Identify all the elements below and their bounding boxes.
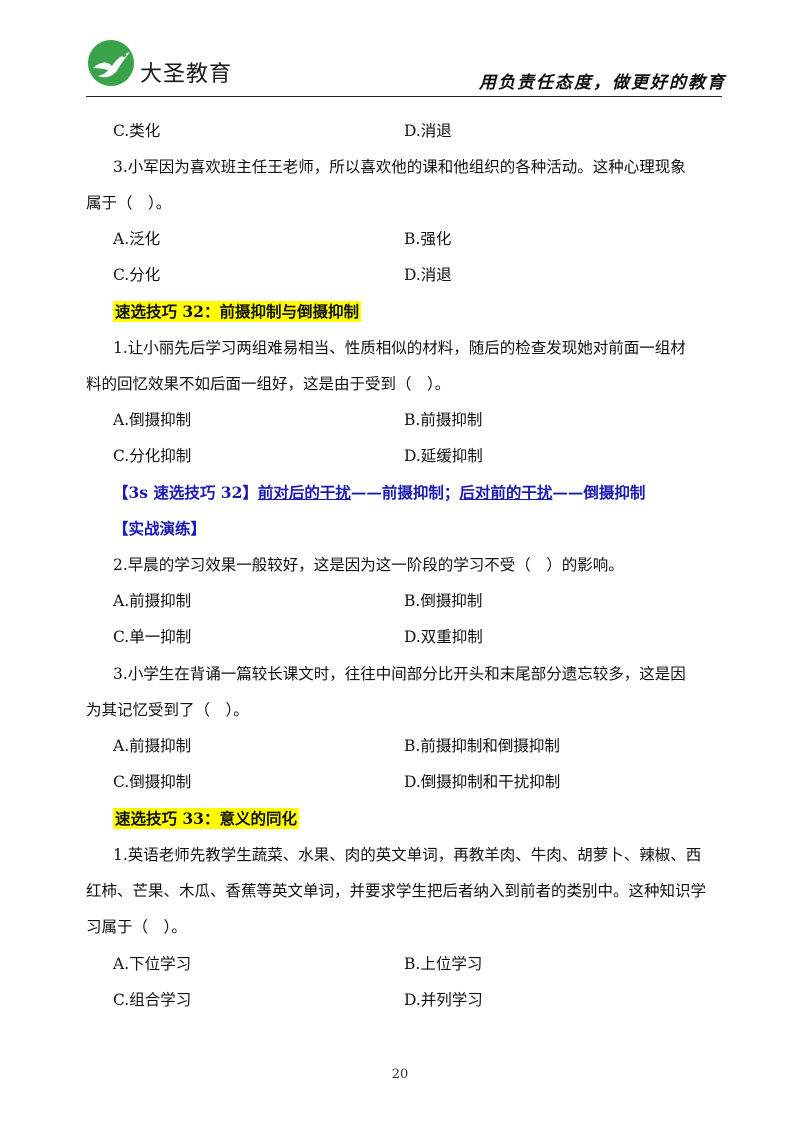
question-text: 1.让小丽先后学习两组难易相当、性质相似的材料，随后的检查发现她对前面一组材	[113, 339, 686, 357]
option-c: C.倒摄抑制	[113, 773, 192, 791]
bird-logo-icon	[88, 40, 134, 86]
option-a: A.泛化	[113, 230, 161, 248]
option-b: B.倒摄抑制	[404, 592, 483, 610]
option-a: A.前摄抑制	[113, 592, 192, 610]
option-c: C.类化	[113, 122, 161, 140]
option-c: C.分化抑制	[113, 447, 192, 465]
option-d: D.倒摄抑制和干扰抑制	[404, 773, 561, 791]
quick-tip-part2: 后对前的干扰	[459, 483, 553, 502]
option-d: D.双重抑制	[404, 628, 483, 646]
brand-name: 大圣教育	[140, 62, 233, 87]
question-text: 2.早晨的学习效果一般较好，这是因为这一阶段的学习不受（ ）的影响。	[113, 556, 624, 574]
option-c: C.组合学习	[113, 991, 192, 1009]
slogan: 用负责任态度，做更好的教育	[479, 73, 726, 93]
question-text: 习属于（ ）。	[86, 918, 187, 936]
quick-tip-prefix: 【3s 速选技巧 32】	[113, 483, 258, 502]
question-text: 为其记忆受到了（ ）。	[86, 701, 249, 719]
practice-heading: 【实战演练】	[113, 519, 207, 538]
option-b: B.上位学习	[404, 955, 483, 973]
header-divider	[86, 96, 722, 97]
quick-tip-dash1: ——前摄抑制；	[350, 483, 460, 502]
quick-tip-dash2: ——倒摄抑制	[552, 483, 646, 502]
option-d: D.消退	[404, 122, 452, 140]
question-text: 属于（ ）。	[86, 194, 172, 212]
quick-tip-part1: 前对后的干扰	[257, 483, 351, 502]
option-b: B.前摄抑制	[404, 411, 483, 429]
page-header: 大圣教育 用负责任态度，做更好的教育	[86, 38, 726, 96]
quick-tip-line: 【3s 速选技巧 32】前对后的干扰——前摄抑制；后对前的干扰——倒摄抑制	[113, 481, 645, 503]
question-text: 料的回忆效果不如后面一组好，这是由于受到（ ）。	[86, 375, 451, 393]
option-c: C.分化	[113, 266, 161, 284]
option-a: A.下位学习	[113, 955, 192, 973]
page-number: 20	[391, 1067, 409, 1082]
option-b: B.前摄抑制和倒摄抑制	[404, 737, 560, 755]
tip-heading: 速选技巧 33：意义的同化	[113, 808, 299, 829]
question-text: 红柿、芒果、木瓜、香蕉等英文单词，并要求学生把后者纳入到前者的类别中。这种知识学	[86, 882, 707, 900]
question-text: 3.小军因为喜欢班主任王老师，所以喜欢他的课和他组织的各种活动。这种心理现象	[113, 158, 686, 176]
option-d: D.并列学习	[404, 991, 483, 1009]
option-b: B.强化	[404, 230, 452, 248]
option-c: C.单一抑制	[113, 628, 192, 646]
question-text: 1.英语老师先教学生蔬菜、水果、肉的英文单词，再教羊肉、牛肉、胡萝卜、辣椒、西	[113, 846, 702, 864]
question-text: 3.小学生在背诵一篇较长课文时，往往中间部分比开头和末尾部分遗忘较多，这是因	[113, 665, 686, 683]
option-a: A.倒摄抑制	[113, 411, 192, 429]
option-d: D.消退	[404, 266, 452, 284]
tip-heading: 速选技巧 32：前摄抑制与倒摄抑制	[113, 301, 361, 322]
option-a: A.前摄抑制	[113, 737, 192, 755]
option-d: D.延缓抑制	[404, 447, 483, 465]
